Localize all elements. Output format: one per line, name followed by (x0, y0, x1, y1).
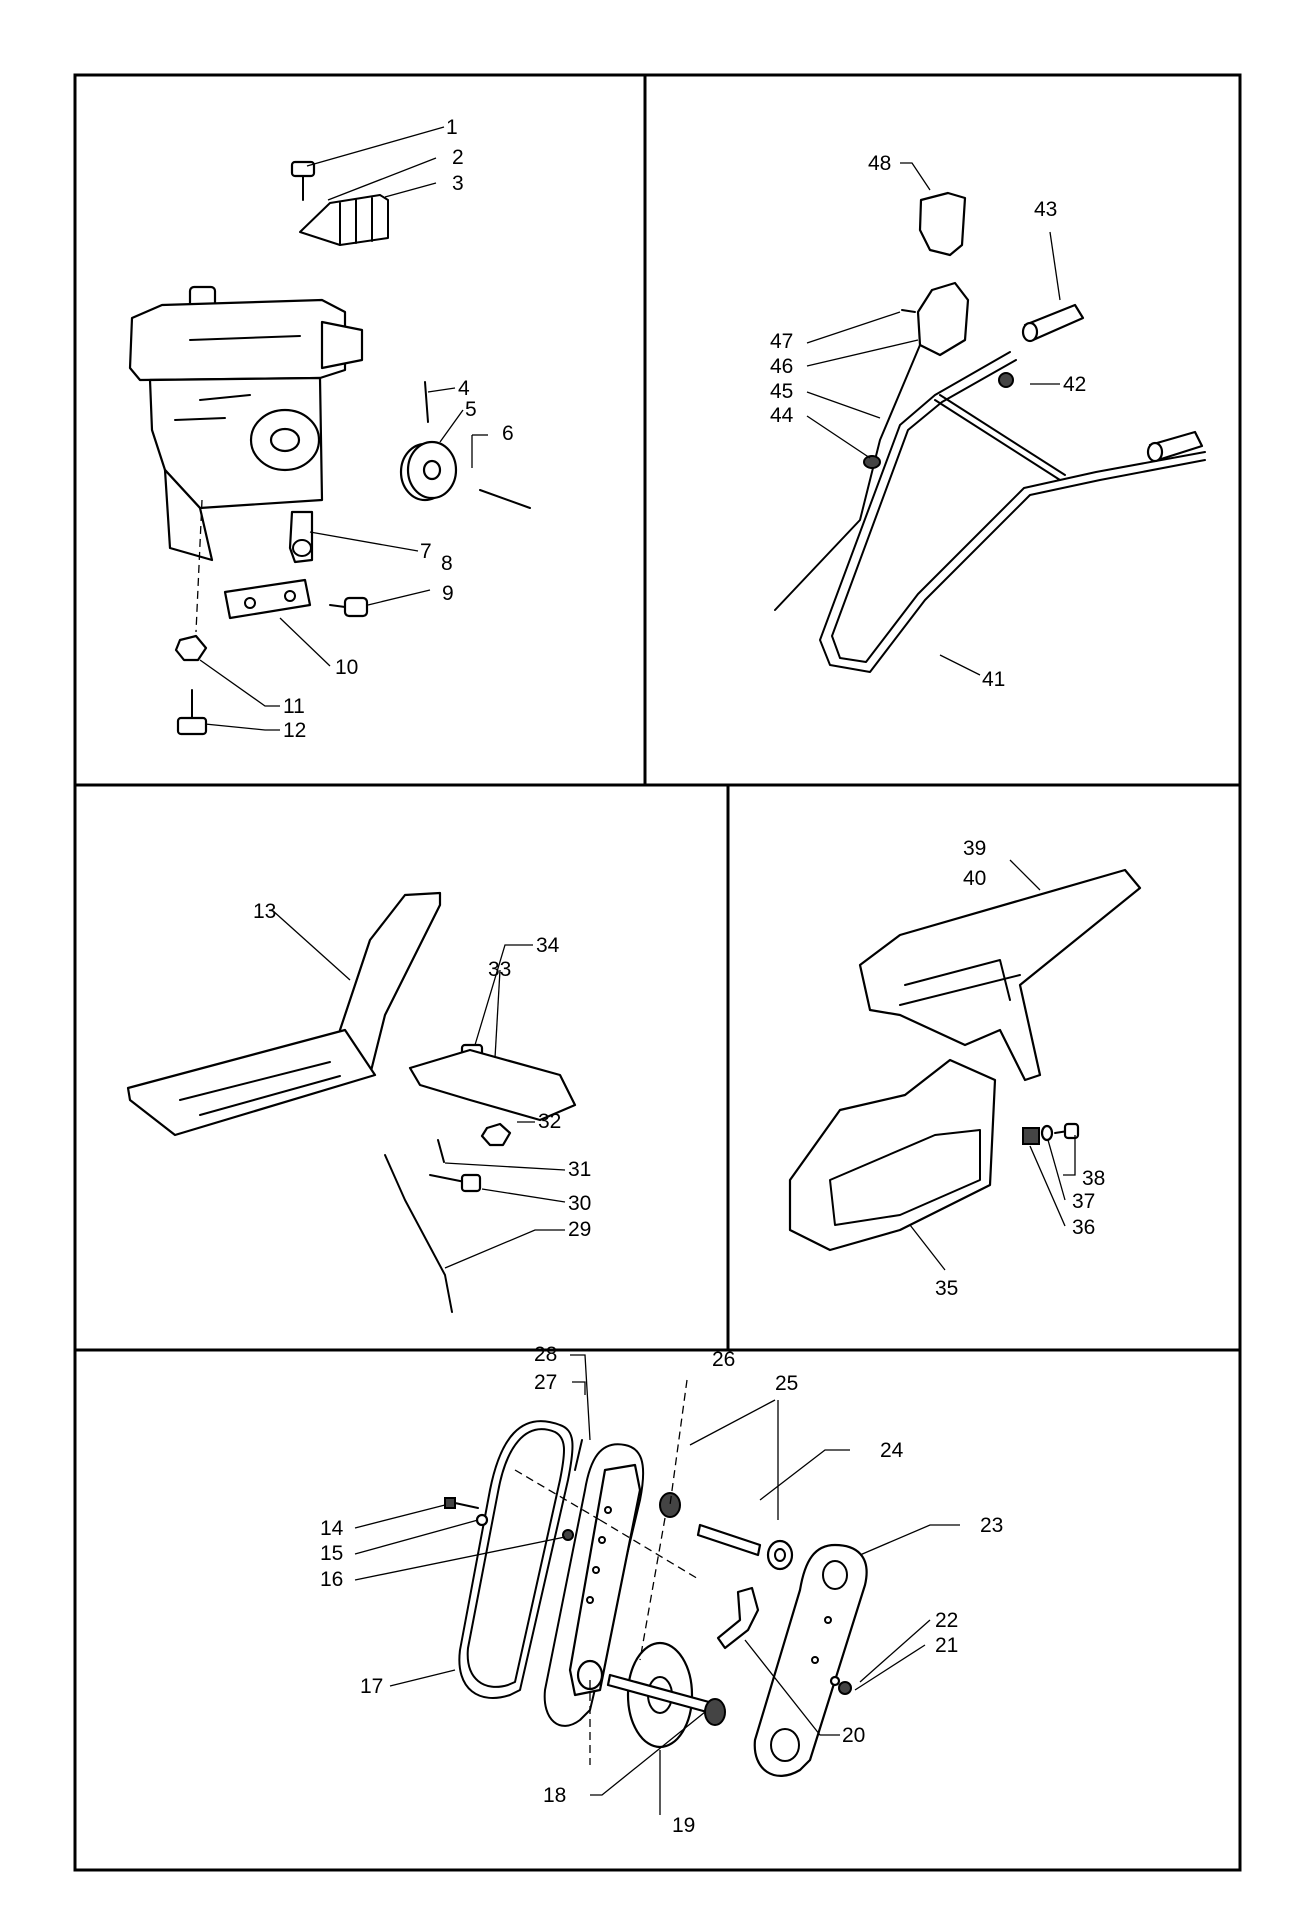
panel-chain-drive: 28 27 26 25 24 23 14 15 16 17 18 19 20 2… (320, 1343, 1003, 1837)
bearing-part (704, 1698, 726, 1726)
callout-23: 23 (980, 1514, 1003, 1537)
callout-44: 44 (770, 404, 794, 427)
callout-39: 39 (963, 837, 986, 860)
callout-7: 7 (420, 540, 432, 563)
callout-27: 27 (534, 1371, 557, 1394)
bolt-part (290, 160, 316, 201)
panel-frame (73, 73, 1242, 1872)
cable-part (774, 344, 921, 611)
callout-45: 45 (770, 380, 793, 403)
nut-bolt-part (174, 499, 208, 736)
callout-48: 48 (868, 152, 891, 175)
callout-5: 5 (465, 398, 477, 421)
fastener-part (829, 1675, 852, 1695)
callout-16: 16 (320, 1568, 343, 1591)
grip-part (1021, 303, 1085, 343)
nut-part (998, 372, 1014, 388)
callout-41: 41 (982, 668, 1005, 691)
callout-35: 35 (935, 1277, 958, 1300)
grip-part (1146, 430, 1204, 463)
callout-22: 22 (935, 1609, 958, 1632)
callout-18: 18 (543, 1784, 566, 1807)
callout-2: 2 (452, 146, 464, 169)
bracket-part (223, 510, 369, 620)
shield-part (299, 194, 389, 246)
sprocket-part (606, 1641, 722, 1749)
fastener-part (444, 1497, 574, 1541)
callout-19: 19 (672, 1814, 695, 1837)
callout-3: 3 (452, 172, 464, 195)
callout-15: 15 (320, 1542, 343, 1565)
panel-handlebar: 48 43 47 46 42 45 44 41 (770, 152, 1206, 691)
lever-part (916, 281, 970, 357)
callout-47: 47 (770, 330, 793, 353)
callout-33: 33 (488, 958, 511, 981)
callout-25: 25 (775, 1372, 798, 1395)
callout-32: 32 (538, 1110, 561, 1133)
panel-covers: 39 40 38 37 36 35 (788, 837, 1142, 1300)
panel-engine: 1 2 3 4 5 6 7 8 9 10 11 12 (128, 116, 531, 742)
engine-part (128, 285, 364, 562)
lever-part (716, 1586, 760, 1650)
lever-cover-part (918, 191, 967, 257)
callout-29: 29 (568, 1218, 591, 1241)
callout-36: 36 (1072, 1216, 1095, 1239)
callout-46: 46 (770, 355, 793, 378)
callout-37: 37 (1072, 1190, 1095, 1213)
pin-part (574, 1439, 583, 1471)
callout-42: 42 (1063, 373, 1086, 396)
callout-8: 8 (441, 552, 453, 575)
callout-21: 21 (935, 1634, 958, 1657)
callout-14: 14 (320, 1517, 344, 1540)
pulley-part (399, 381, 531, 509)
chain-case-part (788, 1058, 997, 1252)
chain-part (543, 1443, 645, 1727)
bolt-part (429, 1173, 482, 1193)
shaft-part (659, 1492, 794, 1571)
handlebar-part (819, 351, 1206, 673)
callout-38: 38 (1082, 1167, 1105, 1190)
callout-43: 43 (1034, 198, 1057, 221)
callout-24: 24 (880, 1439, 904, 1462)
callout-17: 17 (360, 1675, 383, 1698)
callout-28: 28 (534, 1343, 557, 1366)
callout-31: 31 (568, 1158, 591, 1181)
nut-part (480, 1122, 512, 1147)
callout-10: 10 (335, 656, 358, 679)
chain-case-plate-part (753, 1543, 868, 1777)
callout-6: 6 (502, 422, 514, 445)
chain-part (458, 1420, 574, 1699)
callout-40: 40 (963, 867, 986, 890)
fastener-part (1022, 1122, 1080, 1145)
plate-part (408, 1048, 577, 1122)
callout-30: 30 (568, 1192, 591, 1215)
callout-9: 9 (442, 582, 454, 605)
top-cover-part (858, 868, 1142, 1082)
callout-12: 12 (283, 719, 306, 742)
rod-part (384, 1154, 453, 1313)
callout-13: 13 (253, 900, 276, 923)
callout-4: 4 (458, 377, 470, 400)
frame-part (126, 891, 442, 1137)
callout-1: 1 (446, 116, 458, 139)
callout-26: 26 (712, 1348, 735, 1371)
panel-frame-parts: 13 34 33 32 31 30 29 (126, 891, 591, 1313)
callout-20: 20 (842, 1724, 865, 1747)
callout-34: 34 (536, 934, 560, 957)
callout-11: 11 (283, 695, 305, 718)
